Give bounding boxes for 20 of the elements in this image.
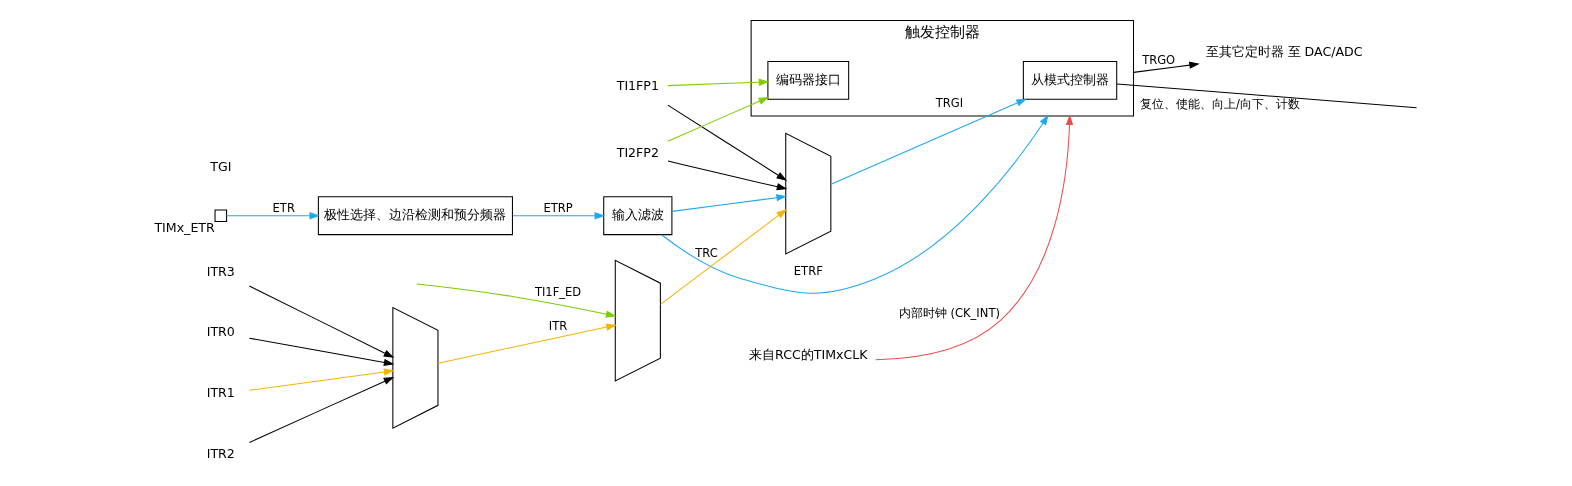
edge-label: 复位、使能、向上/向下、计数 [1140,96,1300,111]
node-text: ITR0 [206,324,235,340]
node-text: ITR2 [206,446,235,462]
edge-label: TRGI [935,96,964,111]
node-text: 来自RCC的TIMxCLK [749,346,868,362]
node-text: ITR3 [206,263,235,279]
label: TGI [210,158,232,174]
node-label: TIMx_ETR [154,219,215,235]
edge-label: ETRF [793,264,823,279]
node-text: 至其它定时器 至 DAC/ADC [1205,44,1363,60]
edge-label: ETR [272,201,295,216]
edge-label: TI1F_ED [534,285,582,300]
node-text: TI1FP1 [616,77,659,93]
edge-label: 内部时钟 (CK_INT) [898,306,1000,321]
edge-label: TRC [695,246,718,261]
edge-label: ETRP [543,201,573,216]
node-text: TI2FP2 [616,145,659,161]
edge-label: ITR [548,318,568,333]
node-text: ITR1 [206,385,235,401]
edge-label: TRGO [1142,53,1176,68]
